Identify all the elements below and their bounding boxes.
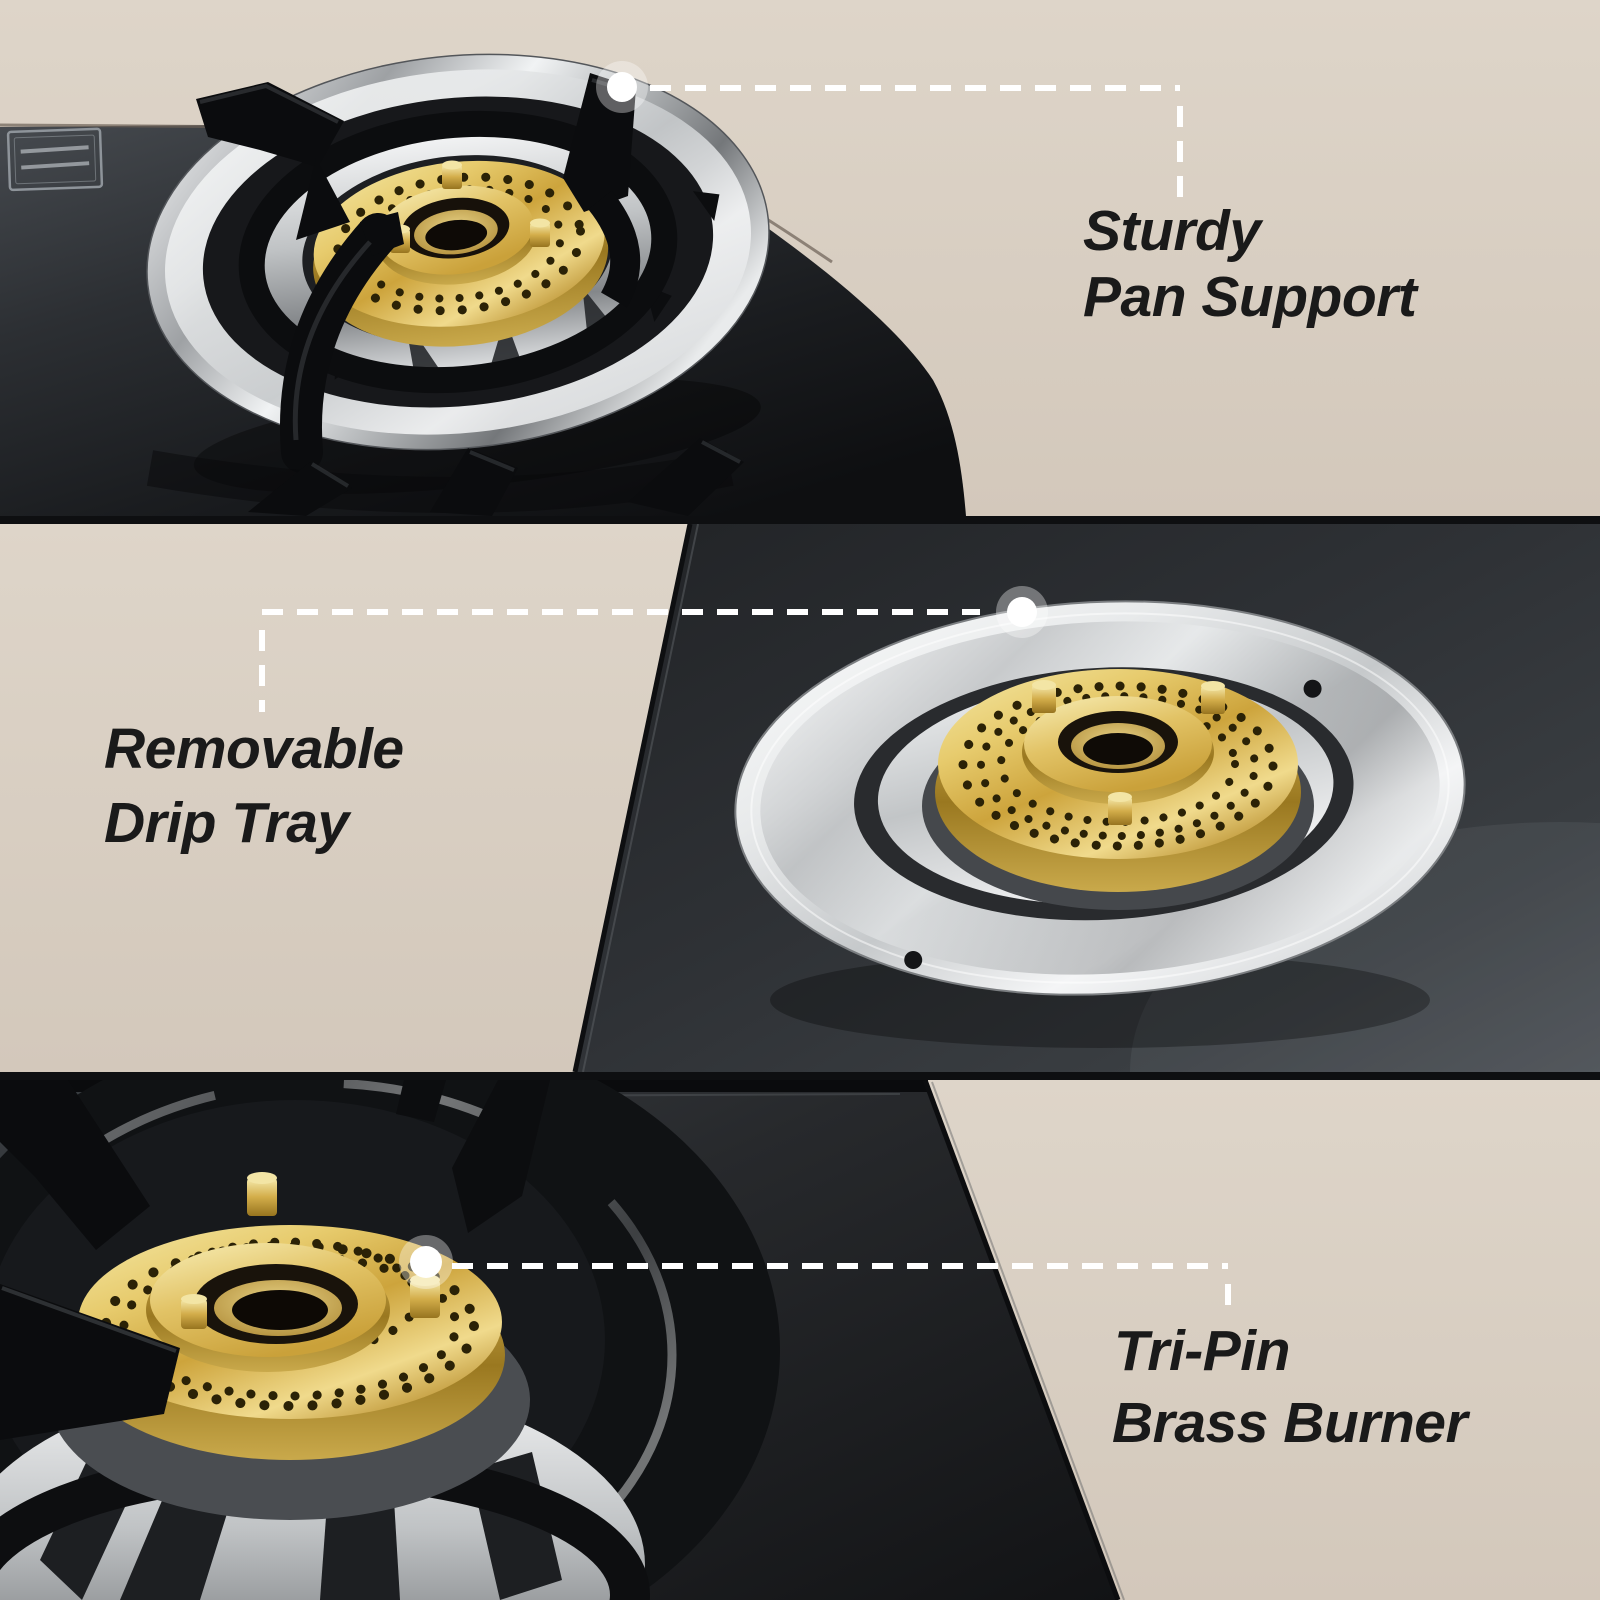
- panel-divider: [0, 516, 1600, 524]
- callout-dot-icon: [1007, 597, 1037, 627]
- glass-edge: [922, 1080, 1121, 1600]
- feature-label-line1: Tri-Pin: [1114, 1319, 1290, 1383]
- panel-pan-support: Sturdy Pan Support: [0, 0, 1600, 516]
- screw-hole: [904, 950, 923, 969]
- burner-pin: [1032, 680, 1225, 825]
- feature-label-line1: Removable: [104, 717, 404, 781]
- pan-support-arm: [0, 1080, 550, 1440]
- screw-hole: [1303, 679, 1322, 698]
- warning-label: [6, 127, 104, 192]
- pan-support-arm: [563, 73, 636, 212]
- callout-brass-burner: [399, 1235, 1231, 1314]
- callout-drip-tray: [259, 586, 1048, 712]
- callout-dot-icon: [607, 72, 637, 102]
- panel-brass-burner: Tri-Pin Brass Burner: [0, 1080, 1600, 1600]
- burner-pin: [181, 1172, 440, 1329]
- panel-drip-tray: Removable Drip Tray: [0, 524, 1600, 1072]
- pan-support-arm: [196, 82, 344, 167]
- feature-label-line2: Pan Support: [1083, 265, 1419, 329]
- feature-label-line1: Sturdy: [1083, 199, 1264, 263]
- pan-support-ring: [196, 73, 678, 473]
- feature-label-line2: Brass Burner: [1112, 1391, 1470, 1455]
- feature-label-line2: Drip Tray: [104, 791, 353, 855]
- glass-edge: [572, 524, 693, 1072]
- panel-divider: [0, 1072, 1600, 1080]
- brass-burner-middle: [922, 669, 1314, 910]
- callout-dot-icon: [410, 1246, 442, 1278]
- pan-support-arm: [280, 213, 399, 473]
- pan-support-arms-bottom: [146, 438, 744, 516]
- callout-pan-support: [596, 61, 1183, 206]
